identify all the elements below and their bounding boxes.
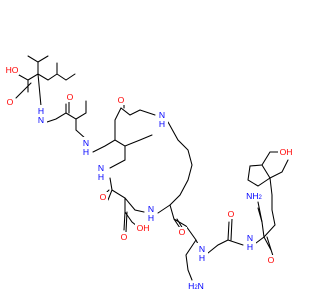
molecule-structure-diagram: HO O O H N N H O N H <box>5 55 294 291</box>
bond-line <box>157 204 171 214</box>
bond-line <box>124 134 153 147</box>
bond-line <box>123 211 126 231</box>
bond-line <box>247 164 271 187</box>
bond-line <box>75 100 87 120</box>
bond-line <box>261 151 281 179</box>
atom-label-o-ring-bottom-right: O <box>177 227 187 237</box>
svg-text:H2N: H2N <box>188 281 204 291</box>
svg-text:O: O <box>228 209 235 219</box>
atom-label-nh-tyr: N H <box>244 232 256 252</box>
svg-text:O: O <box>7 97 14 107</box>
svg-text:O: O <box>67 92 74 102</box>
svg-text:H: H <box>148 213 154 223</box>
bond-line <box>18 74 29 93</box>
bond-line <box>257 207 263 223</box>
svg-text:N: N <box>247 233 253 243</box>
atom-label-o-acid: O <box>5 97 15 107</box>
bond-line <box>109 159 126 169</box>
atom-label-nh2-tyr: NH2 <box>245 191 265 201</box>
bond-line <box>263 236 272 251</box>
bond-line <box>269 159 289 179</box>
bond-line <box>27 62 58 81</box>
svg-text:N: N <box>199 244 205 254</box>
bond-line <box>56 73 76 81</box>
atom-label-oh-phenol: OH <box>278 147 294 157</box>
svg-text:H: H <box>159 119 165 129</box>
double-bond-line <box>15 82 32 99</box>
svg-text:N: N <box>159 110 165 120</box>
svg-text:O: O <box>121 232 128 242</box>
svg-text:N: N <box>98 163 104 173</box>
svg-text:N: N <box>148 204 154 214</box>
bond-line <box>124 197 138 227</box>
bond-line <box>92 139 126 161</box>
double-bond-line <box>125 211 128 233</box>
svg-text:H: H <box>98 172 104 182</box>
svg-text:OH: OH <box>137 223 150 233</box>
atom-label-nh-val: H N <box>35 105 47 125</box>
svg-text:H: H <box>38 106 44 116</box>
bond-lines <box>15 55 289 281</box>
atom-label-o-ring-bottom-left: O <box>119 232 129 242</box>
atom-label-nh-ring-left: N H <box>95 162 107 182</box>
svg-text:H: H <box>199 253 205 263</box>
atom-label-o-lys-amide: O <box>226 209 236 219</box>
atom-label-o-thr-oh: OH <box>135 223 151 233</box>
atom-label-oh-acid: HO <box>5 65 19 75</box>
svg-text:H: H <box>83 147 89 157</box>
atom-label-o-val-amide: O <box>65 92 75 102</box>
bond-line <box>27 55 39 75</box>
svg-text:O: O <box>179 227 186 237</box>
bond-line <box>207 221 230 254</box>
svg-text:O: O <box>268 255 275 265</box>
double-bond-line <box>230 218 233 241</box>
bond-line <box>169 204 181 229</box>
svg-text:O: O <box>100 192 107 202</box>
bond-line <box>65 112 77 131</box>
atom-label-nh-ring-right: N H <box>156 109 168 129</box>
atom-labels: HO O O H N N H O N H <box>5 65 294 291</box>
svg-text:OH: OH <box>280 147 293 157</box>
bond-line <box>37 73 42 107</box>
svg-text:HO: HO <box>6 65 19 75</box>
bond-line <box>185 239 197 281</box>
svg-text:N: N <box>38 115 44 125</box>
atom-label-nh-ring-bottom: N H <box>145 203 157 223</box>
bond-line <box>167 121 193 206</box>
atom-label-nh2-lys: H2N <box>186 281 206 291</box>
bond-line <box>227 239 244 246</box>
bond-line <box>120 107 141 116</box>
bond-line <box>37 55 49 63</box>
bond-line <box>255 201 265 244</box>
atom-label-o-ring-amide: O <box>98 192 108 202</box>
atom-label-nh-lys: N H <box>196 243 208 263</box>
svg-text:H: H <box>247 242 253 252</box>
svg-text:N: N <box>83 138 89 148</box>
svg-text:O: O <box>118 95 125 105</box>
bond-line <box>114 107 122 141</box>
double-bond-line <box>266 236 274 257</box>
atom-label-o-ring-ketone: O <box>116 95 126 105</box>
svg-text:NH2: NH2 <box>246 191 262 201</box>
bond-line <box>107 177 113 201</box>
atom-label-o-tyr-amide: O <box>266 255 276 265</box>
bond-line <box>40 103 67 125</box>
bond-line <box>139 109 156 116</box>
bond-line <box>111 189 145 213</box>
atom-label-nh-ala: N H <box>80 137 92 157</box>
bond-line <box>263 177 276 238</box>
